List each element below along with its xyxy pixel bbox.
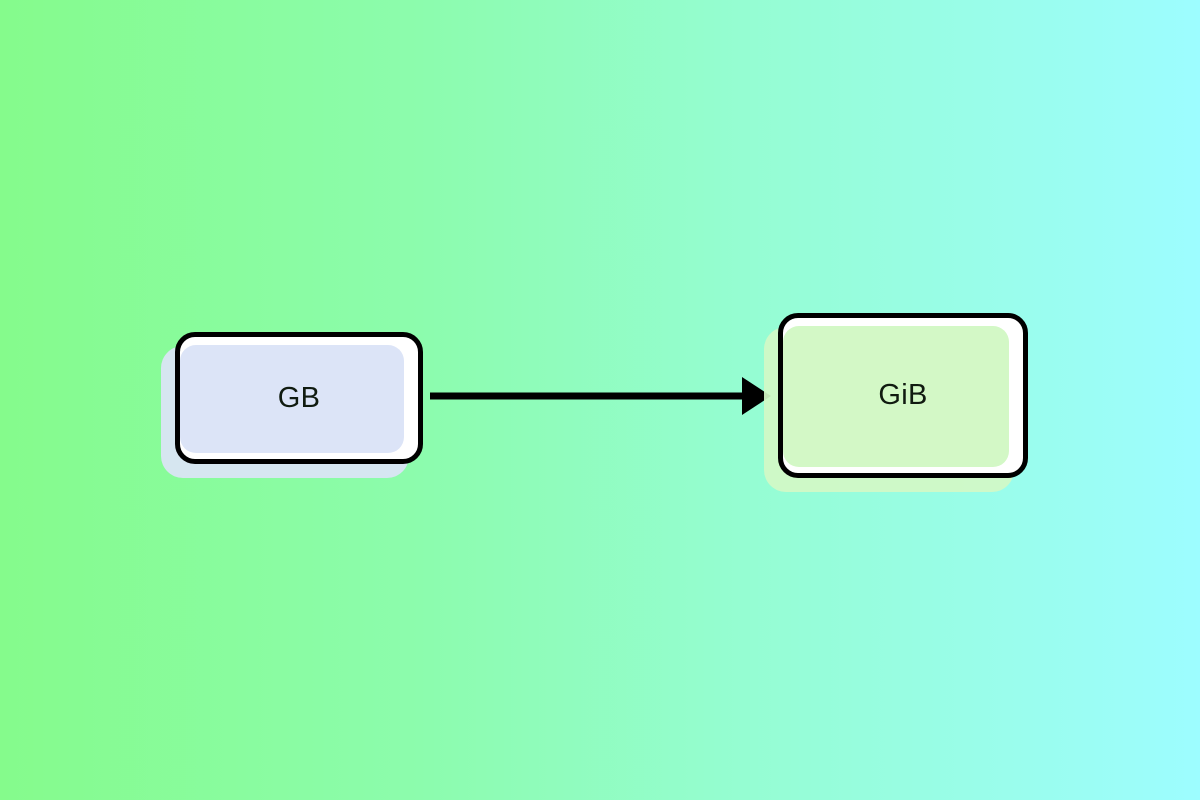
edge-gb-to-gib[interactable] bbox=[430, 377, 771, 415]
node-gib-fill bbox=[783, 326, 1009, 467]
node-gib-border bbox=[778, 313, 1028, 478]
node-gb-border bbox=[175, 332, 423, 464]
node-gb[interactable]: GB bbox=[161, 332, 423, 478]
node-gb-label: GB bbox=[277, 381, 321, 414]
node-gib-label: GiB bbox=[878, 379, 928, 411]
node-gib[interactable]: GiB bbox=[764, 313, 1028, 492]
node-gb-fill bbox=[180, 345, 404, 453]
